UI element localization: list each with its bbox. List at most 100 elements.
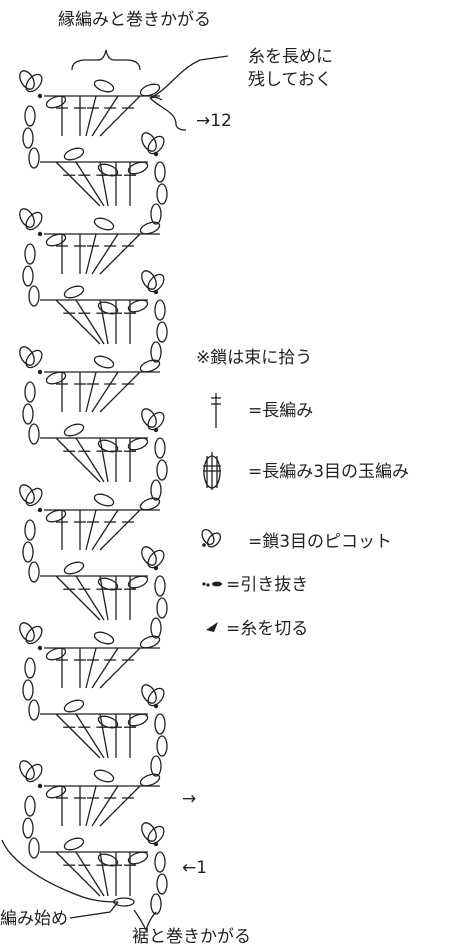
legend-item-cut-thread: =糸を切る [226,619,309,639]
picot-icon [147,825,165,845]
chain-stitch [156,459,168,481]
double-crochet-icon [85,647,97,689]
picot-icon [25,487,43,507]
slip-stitch-icon [37,783,43,789]
chain-stitch [156,597,168,619]
slip-stitch-icon [153,841,159,847]
chain-stitch [154,437,166,459]
chain-stitch [156,183,168,205]
chain-stitch [127,851,149,865]
double-crochet-icon [211,393,221,428]
chain-stitch [150,203,162,225]
chart-connectors [1,49,229,932]
picot-icon [19,346,35,366]
stitch-motifs [19,70,168,915]
picot-icon [147,135,165,155]
start-knot [113,897,135,907]
row-12-curve [149,96,163,101]
chain-stitch [139,221,161,235]
chain-stitch [22,403,34,425]
picot-icon [201,528,222,548]
double-crochet-icon [99,785,141,827]
chain-stitch [150,617,162,639]
chain-stitch [150,341,162,363]
double-crochet-icon [99,575,109,621]
chain-stitch [93,631,115,645]
double-crochet-icon [91,95,119,137]
slip-stitch-icon [153,565,159,571]
chain-stitch [127,299,149,313]
picot-icon [147,687,165,707]
row-12-label: →12 [196,111,232,131]
chain-stitch [45,647,67,661]
chain-stitch [63,423,85,437]
chain-stitch [24,519,36,541]
double-crochet-icon [99,95,141,137]
chain-stitch [22,679,34,701]
chain-stitch [24,243,36,265]
chain-stitch [28,423,40,445]
chain-stitch [63,147,85,161]
chain-stitch [63,837,85,851]
picot-icon [25,763,43,783]
legend-symbols [201,393,222,632]
double-crochet-icon [99,161,109,207]
double-crochet-icon [85,95,97,137]
chain-stitch [156,735,168,757]
chain-stitch [97,163,119,177]
chain-stitch [150,479,162,501]
chain-stitch [28,561,40,583]
chain-stitch [139,359,161,373]
double-crochet-icon [99,299,109,345]
double-crochet-icon [99,647,141,689]
double-crochet-icon [85,233,97,275]
chain-stitch [127,713,149,727]
chain-stitch [97,301,119,315]
leave-long-thread-line1: 糸を長めに [248,47,333,67]
legend-item-double-crochet: =長編み [248,401,314,421]
legend-item-puff-stitch: =長編み3目の玉編み [248,462,410,482]
picot-icon [19,70,35,90]
chain-stitch [139,773,161,787]
picot-icon [25,211,43,231]
chain-stitch [24,381,36,403]
picot-icon [141,270,157,290]
start-thread-left [1,839,119,903]
picot-icon [147,411,165,431]
chain-stitch [24,657,36,679]
chain-stitch [127,575,149,589]
chain-stitch [93,79,115,93]
picot-icon [25,349,43,369]
chain-stitch [28,837,40,859]
bottom-brace [133,909,157,932]
slip-stitch-icon [37,507,43,513]
chain-stitch [154,575,166,597]
long-thread-curve [149,55,229,99]
double-crochet-icon [91,785,119,827]
double-crochet-icon [75,851,105,897]
chain-stitch [93,217,115,231]
chain-stitch [45,95,67,109]
picot-icon [141,546,157,566]
chain-stitch [63,561,85,575]
double-crochet-icon [85,785,97,827]
legend-note: ※鎖は束に拾う [196,348,313,368]
double-crochet-icon [55,851,101,897]
chain-stitch [93,493,115,507]
double-crochet-icon [99,713,109,759]
chain-stitch [139,83,161,97]
double-crochet-icon [75,713,105,759]
chain-stitch [63,699,85,713]
double-crochet-icon [91,371,119,413]
picot-icon [141,822,157,842]
chain-stitch [93,355,115,369]
chain-stitch [156,873,168,895]
double-crochet-icon [75,161,105,207]
chain-stitch [150,893,162,915]
slip-stitch-icon [153,703,159,709]
leave-long-thread-line2: 残しておく [248,70,332,90]
picot-icon [19,484,35,504]
picot-icon [147,549,165,569]
double-crochet-icon [55,161,101,207]
